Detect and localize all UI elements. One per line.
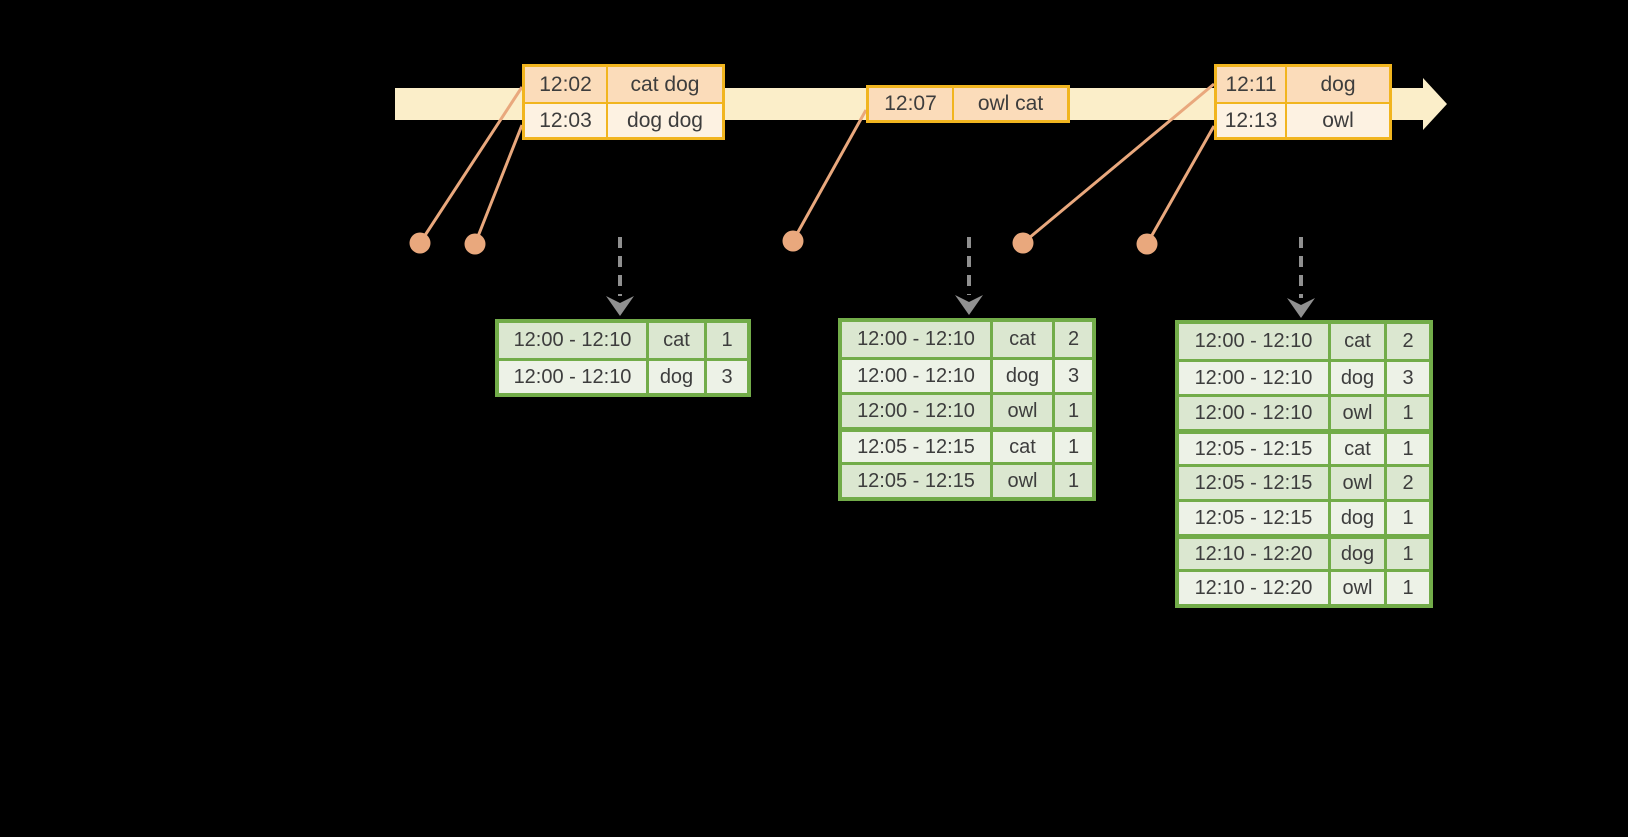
cell-key: owl (1328, 467, 1384, 499)
cell-key: cat (990, 322, 1052, 357)
cell-count: 2 (1384, 467, 1429, 499)
event-dot-4 (1012, 232, 1034, 254)
cell-count: 3 (1384, 362, 1429, 394)
event-connector-2 (473, 124, 524, 245)
cell-key: cat (646, 323, 704, 358)
event-connector-1 (418, 86, 524, 244)
cell-window: 12:00 - 12:10 (1194, 330, 1313, 352)
cell-window: 12:05 - 12:15 (1194, 437, 1313, 460)
cell-words: dog dog (627, 108, 703, 132)
cell-window: 12:00 - 12:10 (857, 328, 975, 350)
cell-count: 1 (1052, 395, 1092, 427)
cell-window: 12:05 - 12:15 (1194, 471, 1313, 494)
cell-count: 1 (1384, 502, 1429, 534)
cell-window: 12:05 - 12:15 (857, 435, 975, 458)
cell-window: 12:05 - 12:15 (857, 469, 975, 492)
event-connector-3 (791, 109, 868, 242)
cell-window: 12:00 - 12:10 (1194, 401, 1313, 424)
cell-key: cat (1328, 324, 1384, 359)
cell-window: 12:00 - 12:10 (513, 329, 632, 351)
cell-time: 12:07 (869, 88, 954, 120)
event-dot-1 (409, 232, 431, 254)
cell-window: 12:00 - 12:10 (857, 364, 975, 387)
event-dots (409, 230, 1158, 255)
cell-key: owl (1328, 397, 1384, 429)
emit-arrow-3-head-icon (1287, 298, 1315, 318)
cell-count: 2 (1052, 322, 1092, 357)
cell-key: owl (990, 465, 1052, 497)
cell-key: owl (1328, 572, 1384, 604)
emit-arrow-1-head-icon (606, 296, 634, 316)
cell-time: 12:03 (525, 104, 608, 137)
table-row: 12:11 dog (1217, 67, 1389, 102)
cell-time: 12:11 (1217, 67, 1287, 102)
cell-count: 1 (1052, 432, 1092, 462)
event-box-1: 12:02 cat dog 12:03 dog dog (522, 64, 725, 140)
timeline-arrowhead-icon (1423, 78, 1447, 130)
cell-words: cat dog (630, 72, 700, 96)
table-row: 12:07 owl cat (869, 88, 1067, 120)
cell-words: owl cat (977, 92, 1044, 115)
event-box-2: 12:07 owl cat (866, 85, 1070, 123)
event-connector-5 (1145, 125, 1216, 245)
cell-key: dog (1328, 502, 1384, 534)
cell-key: cat (1328, 434, 1384, 464)
cell-count: 1 (1384, 539, 1429, 569)
cell-window: 12:00 - 12:10 (857, 399, 975, 422)
event-dot-3 (782, 230, 804, 252)
cell-key: dog (646, 361, 704, 393)
table-row: 12:03 dog dog (525, 102, 722, 137)
cell-count: 1 (1384, 434, 1429, 464)
cell-count: 1 (1052, 465, 1092, 497)
cell-time: 12:13 (1217, 104, 1287, 137)
emit-arrows (606, 237, 1315, 318)
cell-words: dog (1320, 72, 1356, 96)
cell-window: 12:00 - 12:10 (513, 365, 632, 388)
table-row: 12:02 cat dog (525, 67, 722, 102)
cell-window: 12:10 - 12:20 (1194, 542, 1313, 565)
cell-time: 12:02 (525, 67, 608, 102)
emit-arrow-2-head-icon (955, 295, 983, 315)
event-dot-5 (1136, 233, 1158, 255)
cell-key: cat (990, 432, 1052, 462)
cell-key: owl (990, 395, 1052, 427)
cell-key: dog (990, 360, 1052, 392)
cell-window: 12:05 - 12:15 (1194, 506, 1313, 529)
event-dot-2 (464, 233, 486, 255)
cell-key: dog (1328, 539, 1384, 569)
cell-count: 2 (1384, 324, 1429, 359)
cell-window: 12:00 - 12:10 (1194, 366, 1313, 389)
cell-words: owl (1322, 108, 1354, 132)
cell-window: 12:10 - 12:20 (1194, 576, 1313, 599)
cell-count: 1 (704, 323, 747, 358)
cell-count: 1 (1384, 572, 1429, 604)
cell-count: 3 (704, 361, 747, 393)
cell-key: dog (1328, 362, 1384, 394)
cell-count: 3 (1052, 360, 1092, 392)
table-row: 12:13 owl (1217, 102, 1389, 137)
cell-count: 1 (1384, 397, 1429, 429)
event-box-3: 12:11 dog 12:13 owl (1214, 64, 1392, 140)
